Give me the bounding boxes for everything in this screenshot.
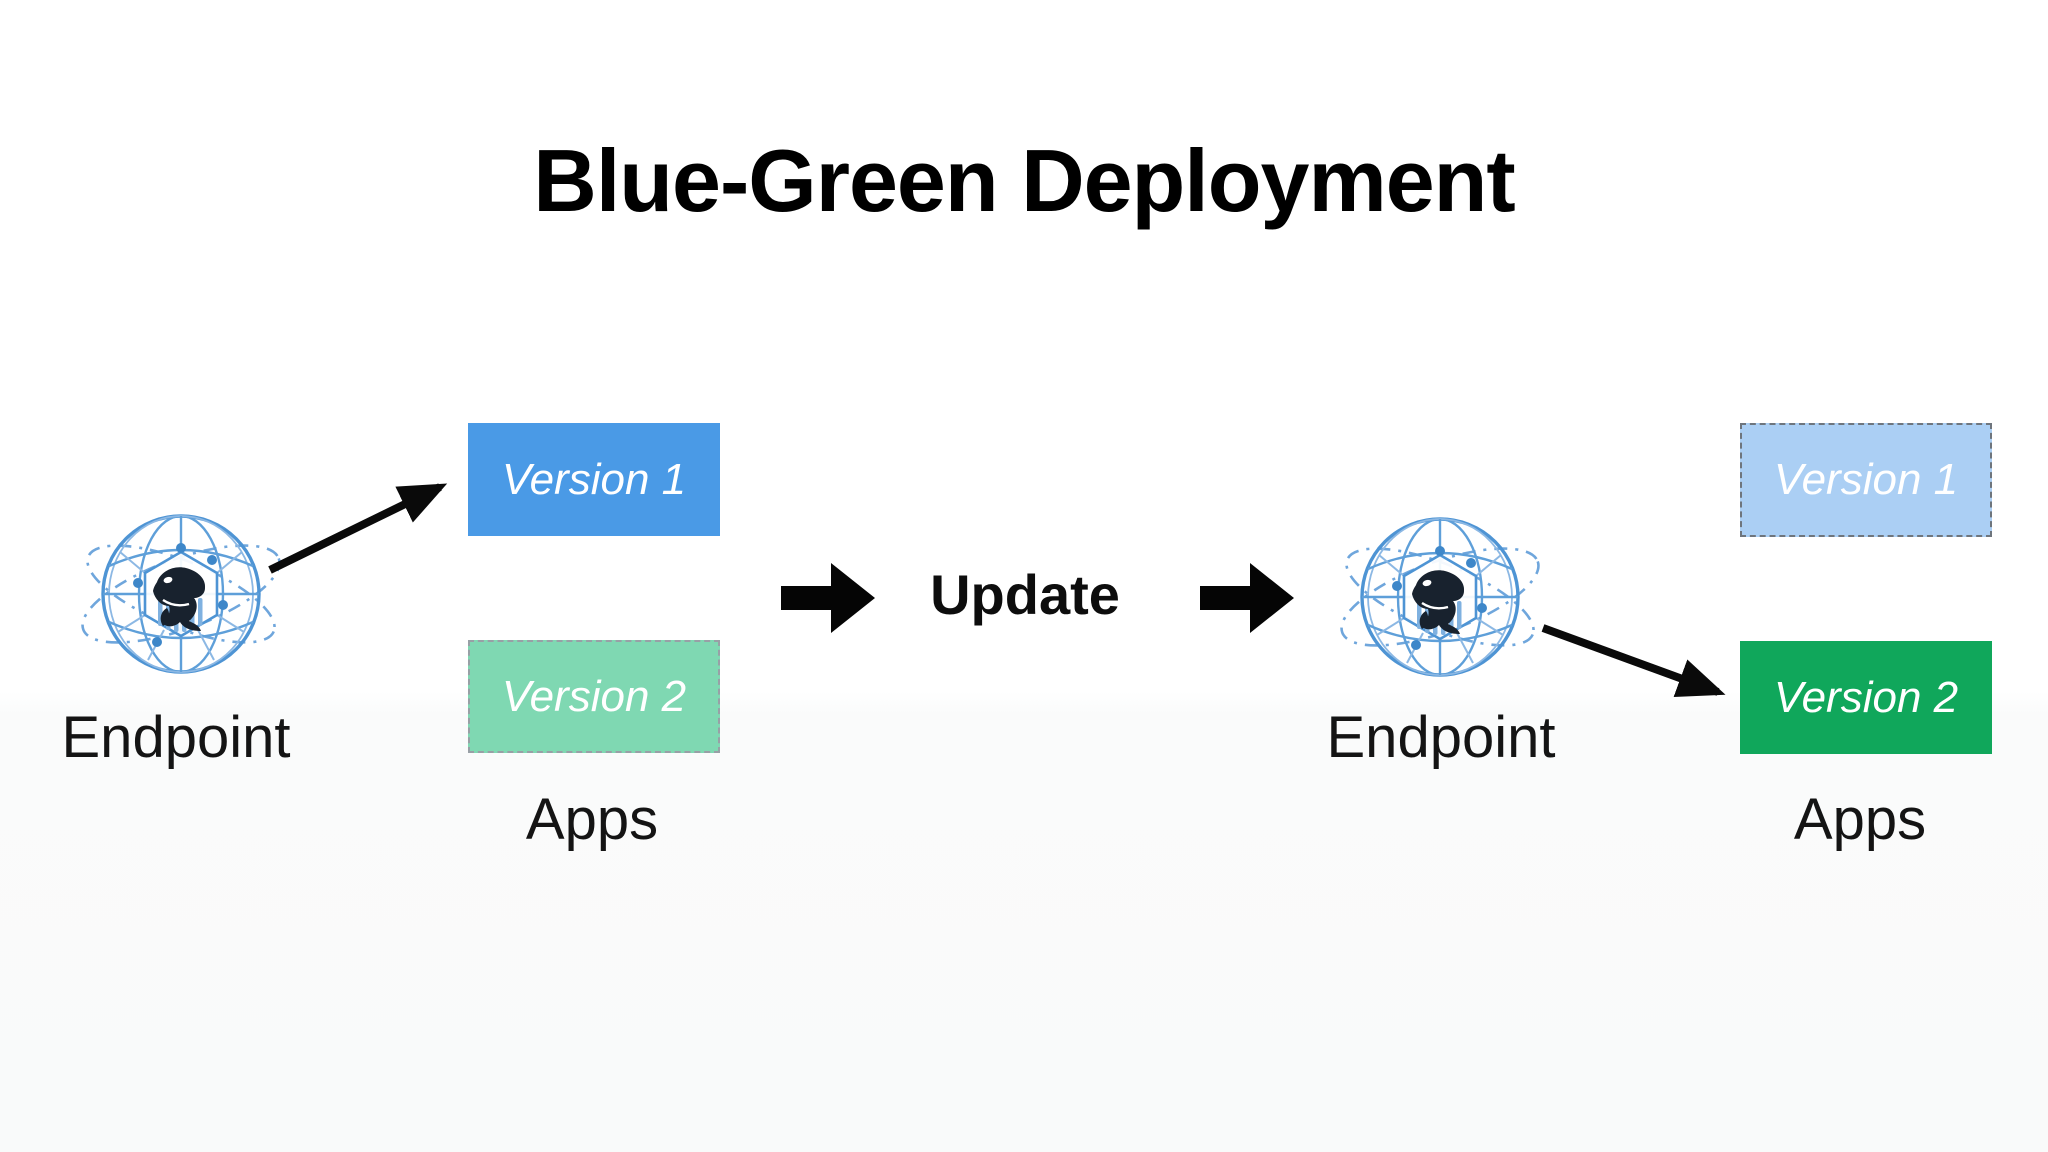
update-label: Update bbox=[930, 563, 1120, 626]
endpoint-label: Endpoint bbox=[61, 705, 291, 770]
version2-box-after: Version 2 bbox=[1740, 641, 1992, 754]
page-title: Blue-Green Deployment bbox=[533, 131, 1515, 230]
version-label: Version 2 bbox=[1773, 672, 1959, 722]
block-arrow-right-icon bbox=[781, 563, 875, 633]
routing-arrow-icon bbox=[268, 483, 448, 574]
apps-label: Apps bbox=[1793, 787, 1927, 852]
block-arrow-right-icon bbox=[1200, 563, 1294, 633]
apps-label: Apps bbox=[525, 787, 659, 852]
version2-box-before: Version 2 bbox=[468, 640, 720, 753]
routing-arrow-icon bbox=[1541, 624, 1726, 698]
endpoint-label: Endpoint bbox=[1326, 705, 1556, 770]
version-label: Version 2 bbox=[501, 671, 687, 721]
endpoint-globe-icon bbox=[1330, 517, 1550, 677]
version1-box-before: Version 1 bbox=[468, 423, 720, 536]
version-label: Version 1 bbox=[501, 454, 687, 504]
version-label: Version 1 bbox=[1773, 455, 1959, 504]
version1-box-after: Version 1 bbox=[1740, 423, 1992, 537]
